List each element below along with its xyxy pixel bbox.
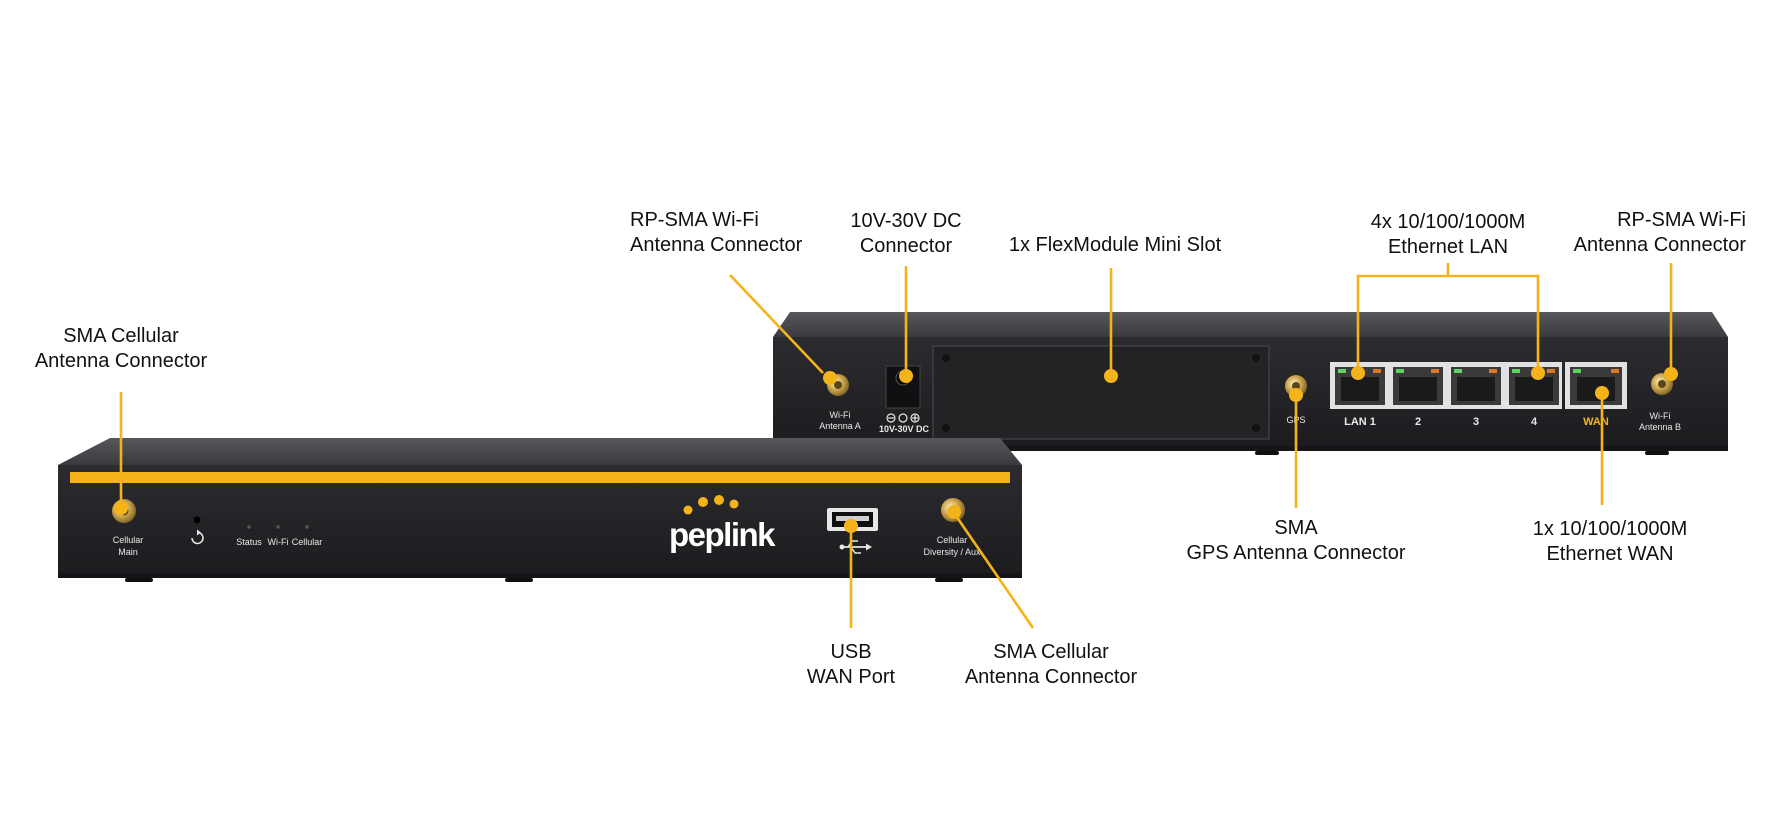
callout-line: RP-SMA Wi-Fi	[630, 209, 759, 231]
callout-flexmodule: 1x FlexModule Mini Slot	[1000, 233, 1230, 258]
front-base	[58, 573, 1022, 578]
wan-port	[1570, 367, 1622, 405]
callout-line: USB	[830, 641, 872, 663]
rear-top-surface	[773, 312, 1728, 337]
rear-foot	[1645, 451, 1669, 455]
callout-line: Antenna Connector	[1573, 234, 1746, 256]
wifi-antenna-a-label: Wi-Fi	[830, 410, 851, 420]
callout-gps: SMA GPS Antenna Connector	[1170, 516, 1422, 566]
lan-port-label: 2	[1415, 416, 1421, 428]
callout-wan: 1x 10/100/1000M Ethernet WAN	[1510, 517, 1710, 567]
rear-device: Wi-Fi Antenna A 10V-30V DC	[773, 312, 1728, 455]
callout-usb-wan: USB WAN Port	[806, 640, 896, 690]
leader-lines	[119, 263, 1673, 629]
callout-line: Antenna Connector	[964, 666, 1138, 688]
callout-dc: 10V-30V DC Connector	[836, 209, 976, 259]
wifi-led	[276, 525, 280, 529]
callout-line: RP-SMA Wi-Fi	[1617, 209, 1746, 231]
leader-line-front-sma-aux	[952, 512, 1035, 629]
callout-line: Connector	[859, 235, 953, 257]
leader-dots	[114, 366, 1678, 533]
peplink-logo: peplink	[669, 495, 778, 553]
callout-line: Antenna Connector	[630, 234, 803, 256]
accent-stripe	[70, 472, 1010, 483]
callout-front-sma-main: SMA Cellular Antenna Connector	[20, 324, 222, 374]
front-device: Cellular Main Status Wi-Fi Cellular pepl…	[58, 438, 1022, 582]
callout-line: GPS Antenna Connector	[1186, 542, 1406, 564]
callout-rear-wifi-b: RP-SMA Wi-Fi Antenna Connector	[1552, 208, 1746, 258]
brand-wordmark: peplink	[669, 516, 776, 553]
callout-line: 4x 10/100/1000M	[1370, 211, 1526, 233]
wifi-antenna-b-label: Antenna B	[1639, 422, 1681, 432]
callout-line: Ethernet WAN	[1546, 543, 1674, 565]
reset-pinhole	[193, 516, 201, 524]
lan-port-label: 3	[1473, 416, 1479, 428]
cellular-aux-label: Cellular	[937, 535, 968, 545]
callout-rear-wifi-a: RP-SMA Wi-Fi Antenna Connector	[630, 208, 826, 258]
callout-lan: 4x 10/100/1000M Ethernet LAN	[1356, 210, 1540, 260]
dc-label: 10V-30V DC	[879, 424, 930, 434]
cellular-led	[305, 525, 309, 529]
callout-line: SMA Cellular	[63, 325, 179, 347]
callout-line: SMA	[1274, 517, 1318, 539]
lan-port-label: 4	[1531, 416, 1538, 428]
usb-icon	[839, 540, 872, 554]
leader-line-rear-wifi-a	[729, 274, 824, 374]
front-foot	[505, 578, 533, 582]
rear-base	[773, 446, 1728, 451]
wifi-antenna-b-label: Wi-Fi	[1650, 411, 1671, 421]
led-label-wifi: Wi-Fi	[268, 537, 289, 547]
callout-line: 1x FlexModule Mini Slot	[1008, 234, 1222, 256]
lan-port-2	[1393, 367, 1443, 405]
front-foot	[125, 578, 153, 582]
led-label-cellular: Cellular	[292, 537, 323, 547]
wan-port-label: WAN	[1583, 416, 1609, 428]
cellular-main-label: Main	[118, 547, 138, 557]
callout-line: 1x 10/100/1000M	[1532, 518, 1688, 540]
flexmodule-mini-slot	[932, 345, 1270, 440]
wifi-antenna-a-label: Antenna A	[819, 421, 861, 431]
front-foot	[935, 578, 963, 582]
led-label-status: Status	[236, 537, 262, 547]
cellular-main-label: Cellular	[113, 535, 144, 545]
front-top-surface	[58, 438, 1022, 465]
callout-line: Antenna Connector	[34, 350, 208, 372]
lan-port-3	[1451, 367, 1501, 405]
cellular-aux-label: Diversity / Aux	[923, 547, 981, 557]
callout-line: 10V-30V DC	[850, 210, 962, 232]
status-led	[247, 525, 251, 529]
callout-line: SMA Cellular	[993, 641, 1109, 663]
reset-icon	[191, 529, 204, 545]
callout-front-sma-aux: SMA Cellular Antenna Connector	[946, 640, 1156, 690]
dc-polarity-icon	[886, 413, 920, 423]
lan-port-label: LAN 1	[1344, 416, 1376, 428]
callout-line: WAN Port	[806, 666, 896, 688]
callout-line: Ethernet LAN	[1387, 236, 1509, 258]
rear-foot	[1255, 451, 1279, 455]
